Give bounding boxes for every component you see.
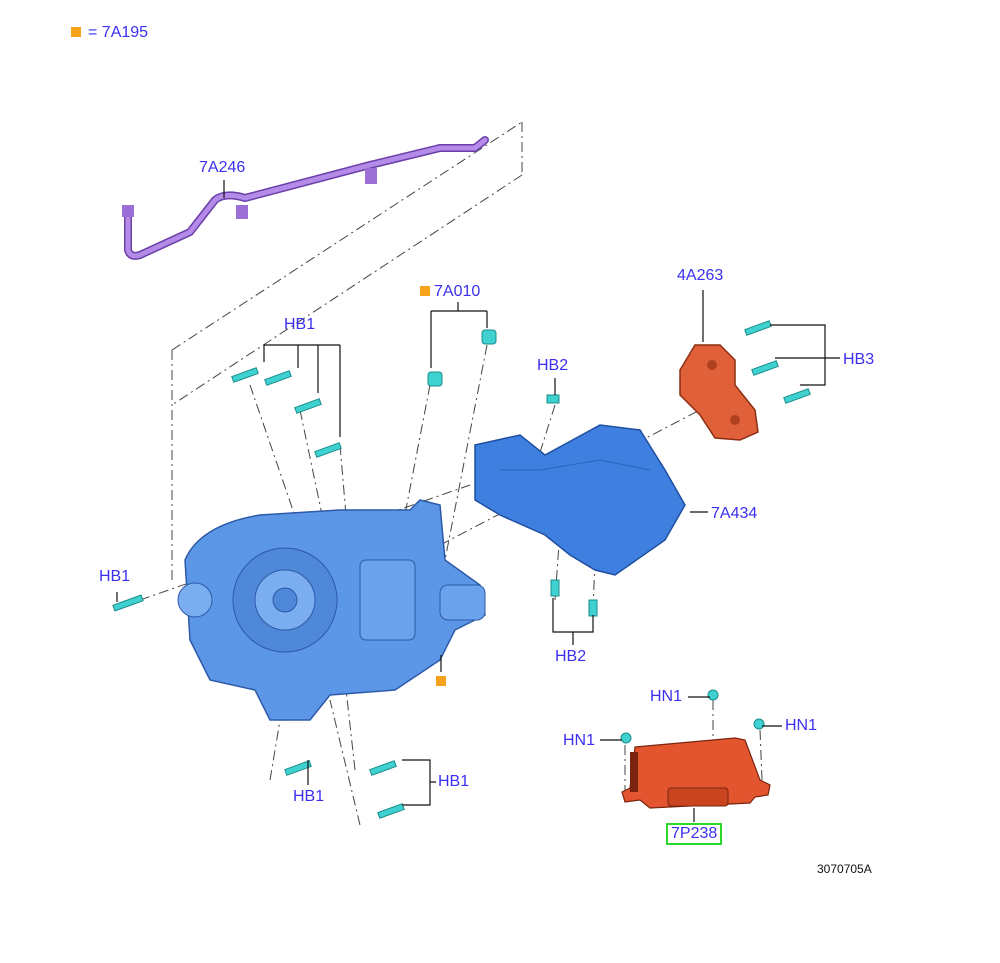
label-hb2[interactable]: HB2 [555, 648, 587, 665]
bracket-4a263[interactable] [679, 344, 759, 441]
label-7a246[interactable]: 7A246 [199, 159, 246, 176]
bolt-icon [112, 594, 144, 612]
bolt-icon [783, 388, 811, 404]
legend-marker-icon [71, 27, 81, 37]
label-7a434[interactable]: 7A434 [711, 505, 758, 522]
control-module-7p238[interactable] [621, 737, 771, 809]
label-hb2[interactable]: HB2 [537, 357, 569, 374]
label-4a263[interactable]: 4A263 [677, 267, 724, 284]
label-hb1[interactable]: HB1 [284, 316, 316, 333]
transmission-assembly[interactable] [177, 499, 486, 721]
bolt-icon [369, 760, 397, 776]
guide-lines [139, 121, 763, 826]
bolt-icon [284, 760, 312, 776]
bushing-icon [481, 329, 497, 345]
bolt-icon [588, 599, 598, 617]
label-hb1[interactable]: HB1 [438, 773, 470, 790]
heat-shield-7a434[interactable] [474, 424, 686, 576]
nut-icon [753, 718, 765, 730]
bolt-icon [377, 803, 405, 819]
bolt-icon [231, 367, 259, 383]
label-hn1[interactable]: HN1 [785, 717, 818, 734]
figure-id: 3070705A [817, 862, 872, 876]
marker-7a195-icon [436, 676, 446, 686]
bolt-icon [550, 579, 560, 597]
bolt-icon [751, 360, 779, 376]
label-7a010[interactable]: 7A010 [434, 283, 481, 300]
bolt-icon [294, 398, 322, 414]
bolt-icon [314, 442, 342, 458]
nut-icon [620, 732, 632, 744]
bolt-icon [264, 370, 292, 386]
bushing-icon [427, 371, 443, 387]
label-hn1[interactable]: HN1 [650, 688, 683, 705]
label-hn1[interactable]: HN1 [563, 732, 596, 749]
marker-7a195-icon [420, 286, 430, 296]
label-hb1[interactable]: HB1 [293, 788, 325, 805]
tube-7a246[interactable] [122, 136, 489, 260]
bolts [112, 320, 811, 819]
nut-icon [707, 689, 719, 701]
bolt-icon [546, 394, 560, 404]
leader-lines [116, 180, 840, 822]
bolt-icon [744, 320, 772, 336]
label-hb1[interactable]: HB1 [99, 568, 131, 585]
label-hb3[interactable]: HB3 [843, 351, 875, 368]
label-7p238-highlighted[interactable]: 7P238 [666, 823, 723, 845]
legend-text: = 7A195 [88, 24, 149, 41]
